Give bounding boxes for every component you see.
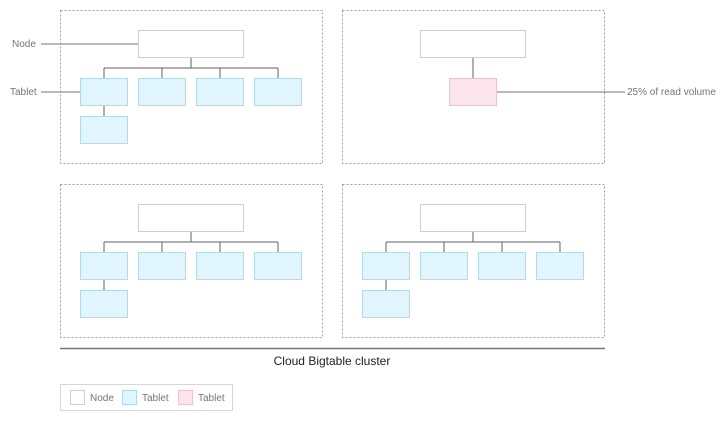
- tablet-box: [362, 290, 410, 318]
- node-group-2: [342, 10, 605, 164]
- legend-hot-tablet-swatch: [178, 390, 193, 405]
- tablet-box: [362, 252, 410, 280]
- tablet-box: [138, 78, 186, 106]
- tablet-box: [420, 252, 468, 280]
- tablet-box: [138, 252, 186, 280]
- tablet-box: [80, 116, 128, 144]
- node-group-1: [60, 10, 323, 164]
- legend-tablet-label: Tablet: [142, 393, 169, 404]
- node-box: [138, 204, 244, 232]
- node-box: [420, 204, 526, 232]
- cluster-caption: Cloud Bigtable cluster: [274, 354, 391, 368]
- tablet-box: [80, 290, 128, 318]
- legend-node-swatch: [70, 390, 85, 405]
- legend: Node Tablet Tablet: [60, 384, 233, 411]
- node-group-4: [342, 184, 605, 338]
- node-box: [420, 30, 526, 58]
- hot-tablet-box: [449, 78, 497, 106]
- node-group-border: [342, 10, 605, 164]
- node-box: [138, 30, 244, 58]
- legend-node-label: Node: [90, 393, 114, 404]
- legend-tablet-swatch: [122, 390, 137, 405]
- node-group-border: [60, 184, 323, 338]
- node-callout-label: Node: [12, 39, 36, 50]
- connector-lines: [385, 232, 561, 290]
- hot-tablet-callout-label: 25% of read volume: [627, 87, 716, 98]
- tablet-box: [196, 78, 244, 106]
- node-group-border: [342, 184, 605, 338]
- tablet-box: [478, 252, 526, 280]
- connector-lines: [103, 232, 279, 290]
- tablet-box: [536, 252, 584, 280]
- node-group-3: [60, 184, 323, 338]
- node-group-border: [60, 10, 323, 164]
- callouts: Node Tablet 25% of read volume: [10, 39, 716, 98]
- tablet-box: [196, 252, 244, 280]
- tablet-box: [254, 252, 302, 280]
- legend-frame: [60, 384, 233, 411]
- tablet-callout-label: Tablet: [10, 87, 37, 98]
- legend-hot-tablet-label: Tablet: [198, 393, 225, 404]
- connector-lines: [103, 58, 279, 116]
- tablet-box: [254, 78, 302, 106]
- tablet-box: [80, 78, 128, 106]
- tablet-box: [80, 252, 128, 280]
